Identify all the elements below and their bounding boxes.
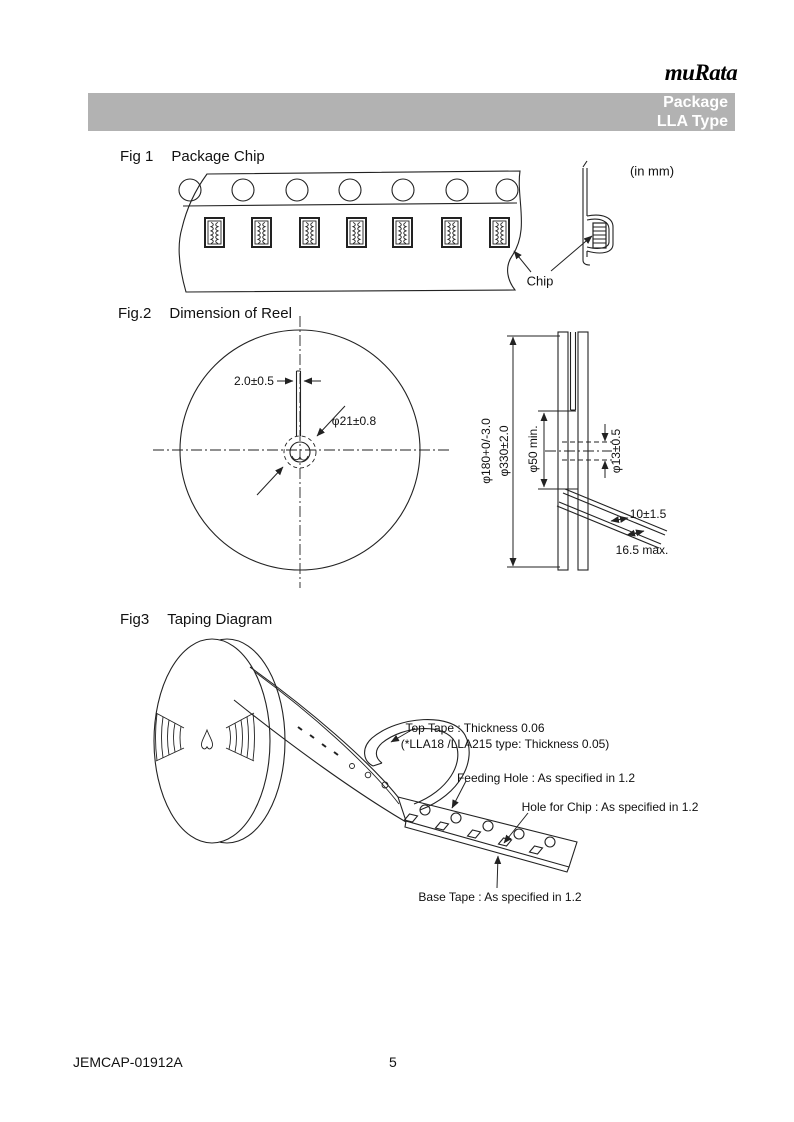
callout-top-tape-note: (*LLA18 /LLA215 type: Thickness 0.05) (400, 737, 610, 751)
fig2-caption: Fig.2 Dimension of Reel (118, 305, 292, 322)
dim-reel-dia-330: φ330±2.0 (497, 425, 511, 477)
chip-side-view (582, 160, 614, 266)
dim-flange-width: 16.5 max. (615, 543, 669, 557)
dim-center-hole: φ21±0.8 (331, 414, 377, 428)
callout-feeding-hole: Feeding Hole : As specified in 1.2 (456, 771, 636, 785)
callout-base-tape: Base Tape : As specified in 1.2 (418, 890, 582, 904)
fig2-title: Dimension of Reel (169, 305, 292, 322)
callout-top-tape: Top Tape : Thickness 0.06 (405, 721, 545, 735)
footer-doc-number: JEMCAP-01912A (73, 1054, 183, 1070)
fig1-art (178, 160, 614, 293)
fig3-caption: Fig3 Taping Diagram (120, 611, 272, 628)
carrier-tape-drawing (178, 170, 522, 293)
dim-tape-width: 10±1.5 (629, 507, 667, 521)
dim-hub-dia: φ50 min. (526, 425, 540, 473)
reel-side-view (507, 331, 668, 571)
fig1-number: Fig 1 (120, 148, 154, 165)
reel-front-view (153, 316, 449, 588)
footer-page-number: 5 (389, 1054, 397, 1070)
fig2-number: Fig.2 (118, 305, 152, 322)
callout-hole-for-chip: Hole for Chip : As specified in 1.2 (521, 800, 699, 814)
fig1-title: Package Chip (171, 148, 265, 165)
chip-callout-label: Chip (526, 273, 554, 289)
dim-spindle-hole: φ13±0.5 (609, 428, 623, 474)
dim-slot-width: 2.0±0.5 (234, 374, 274, 388)
unit-note: (in mm) (629, 163, 675, 179)
fig3-number: Fig3 (120, 611, 150, 628)
header-product-label: Package (663, 94, 728, 111)
fig3-title: Taping Diagram (167, 611, 273, 628)
taping-reel-drawing (153, 638, 286, 844)
header-type-label: LLA Type (656, 113, 728, 130)
fig1-caption: Fig 1 Package Chip (120, 148, 265, 165)
fig2-art (153, 316, 668, 588)
murata-logo: muRata (664, 60, 738, 85)
dim-reel-dia-180: φ180+0/-3.0 (479, 418, 493, 484)
header-bar: Package LLA Type (88, 93, 735, 131)
tape-strip-drawing (233, 666, 578, 873)
fig3-art (153, 638, 578, 889)
